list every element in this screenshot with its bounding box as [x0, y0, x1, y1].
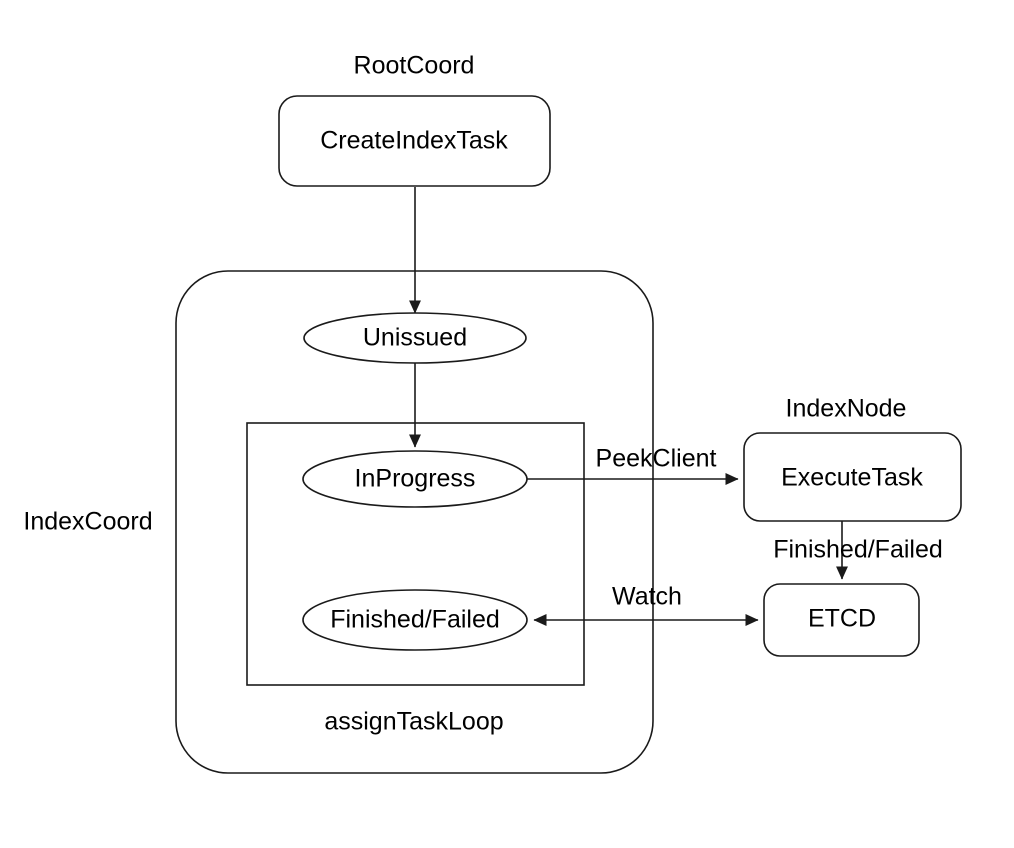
node-label-finished-failed-state: Finished/Failed — [330, 606, 500, 634]
node-unissued[interactable]: Unissued — [303, 312, 527, 364]
node-shape-create-index-task — [278, 95, 551, 187]
group-label-indexnode: IndexNode — [786, 395, 907, 423]
node-label-unissued: Unissued — [363, 324, 467, 352]
node-label-etcd: ETCD — [808, 605, 876, 633]
group-label-assigntaskloop: assignTaskLoop — [324, 708, 503, 736]
edge-label-watch: Watch — [612, 583, 682, 611]
node-label-create-index-task: CreateIndexTask — [320, 127, 508, 155]
node-shape-execute-task — [743, 432, 962, 522]
edge-label-peekclient: PeekClient — [596, 445, 717, 473]
node-finished-failed-state[interactable]: Finished/Failed — [302, 589, 528, 651]
node-shape-finished-failed-state — [302, 589, 528, 651]
node-inprogress[interactable]: InProgress — [302, 450, 528, 508]
node-create-index-task[interactable]: CreateIndexTask — [278, 95, 551, 187]
node-label-inprogress: InProgress — [355, 465, 476, 493]
group-label-rootcoord: RootCoord — [354, 52, 475, 80]
node-shape-etcd — [763, 583, 920, 657]
node-etcd[interactable]: ETCD — [763, 583, 920, 657]
node-label-execute-task: ExecuteTask — [781, 464, 923, 492]
node-shape-inprogress — [302, 450, 528, 508]
node-execute-task[interactable]: ExecuteTask — [743, 432, 962, 522]
node-shape-unissued — [303, 312, 527, 364]
group-label-indexcoord: IndexCoord — [23, 508, 152, 536]
edge-label-finished-failed: Finished/Failed — [773, 536, 943, 564]
